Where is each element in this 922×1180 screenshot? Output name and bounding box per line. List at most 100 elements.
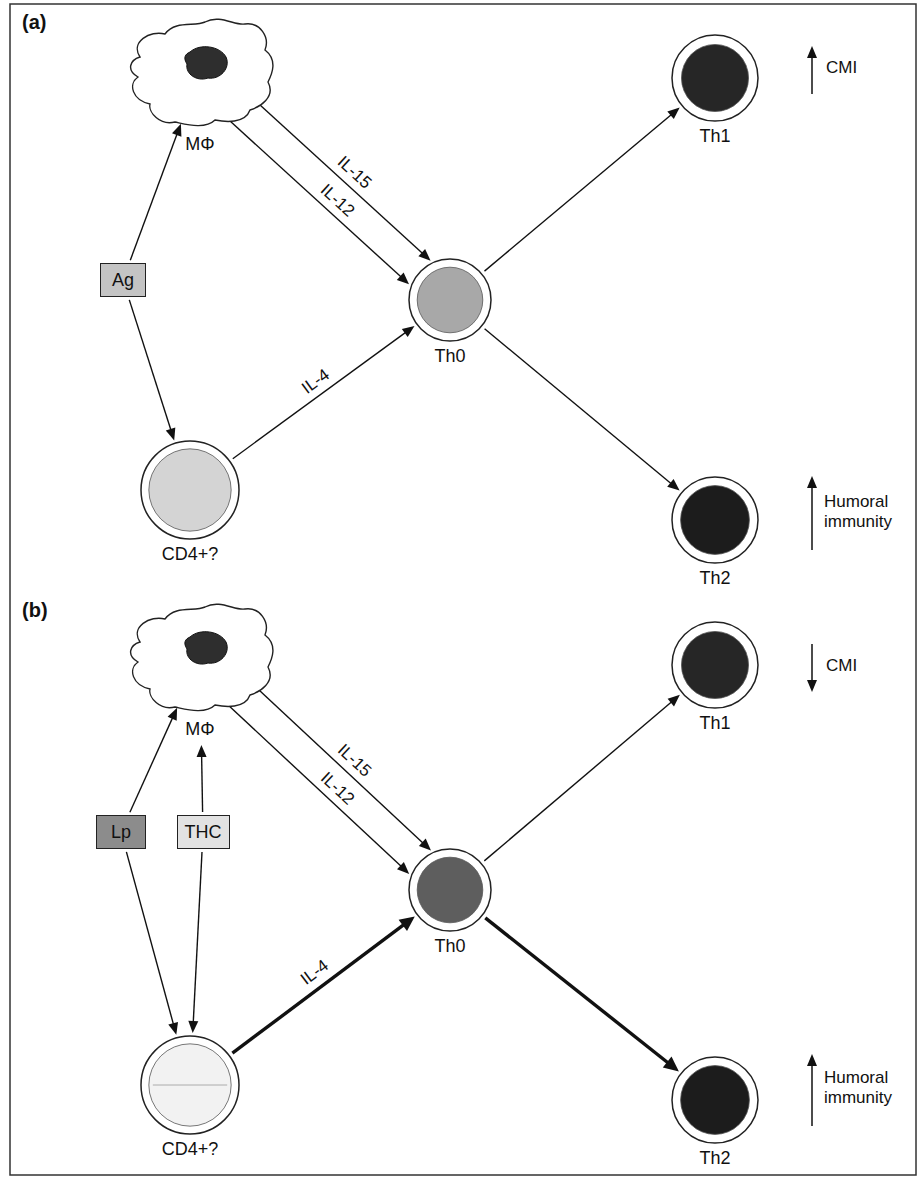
effect-label: CMI [826,58,857,78]
cell-membrane [141,441,239,539]
box-label: Lp [111,822,131,843]
arrowhead [418,249,430,261]
cell-interior [681,486,750,555]
connector-line [126,852,173,1026]
arrow-connector [233,326,415,459]
cell-label: Th2 [699,568,730,589]
cell-outline [671,476,759,564]
arrowhead [397,273,409,285]
connector-line [232,924,405,1054]
increase-arrow [811,56,813,94]
cell-outline [140,440,240,540]
connector-line [259,104,423,254]
macrophage-outline [120,597,280,717]
arrowhead [419,839,431,851]
box-label: Ag [112,270,134,291]
cell-label: Th0 [434,936,465,957]
cell-label: MΦ [185,134,214,155]
t-cell: Th0 [408,258,492,342]
cell-label: Th1 [699,713,730,734]
increase-arrowhead [807,46,817,58]
cell-interior [681,44,748,111]
cell-membrane [672,622,758,708]
antigen-box: Ag [100,263,146,297]
cell-interior [681,631,748,698]
macrophage-outline [120,12,280,132]
arrowhead [166,428,176,441]
increase-arrowhead [807,476,817,488]
cell-membrane [409,259,491,341]
node-label-group: Th1 [699,126,730,147]
t-cell: CD4+? [140,440,240,540]
connector-line [193,852,202,1024]
panel-letter: (b) [22,598,48,622]
antigen-box: THC [177,815,230,849]
cytokine-label: IL-4 [296,955,334,990]
cell-label: MΦ [185,719,214,740]
increase-arrow [811,486,813,550]
arrow-connector [485,918,679,1072]
arrowhead [197,745,207,757]
cell-membrane [131,19,273,125]
arrow-connector [232,916,414,1053]
arrow-connector [188,852,202,1033]
cell-interior [417,857,483,923]
arrow-connector [484,695,680,861]
arrowhead [667,108,679,120]
cell-outline [671,1056,759,1144]
decrease-arrowhead [807,680,817,692]
t-cell: Th0 [408,848,492,932]
cell-membrane [409,849,491,931]
arrowhead [168,1022,178,1035]
figure-frame [10,4,916,1175]
cell-nucleus [185,632,227,664]
effect-label: Humoral immunity [824,1068,910,1109]
connector-line [129,300,171,431]
cell-membrane [131,604,273,710]
arrowhead [172,124,181,137]
cell-outline [408,258,492,342]
arrow-connector [230,707,410,874]
node-label-group: Th0 [434,936,465,957]
antigen-box: Lp [96,815,146,849]
cell-outline [671,34,759,122]
cell-membrane [672,477,758,563]
decrease-arrow [811,644,813,682]
cell-label: Th0 [434,346,465,367]
cytokine-label: IL-15 [332,152,376,195]
cell-membrane [141,1036,239,1134]
connector-line [485,329,673,485]
arrow-connector [130,124,181,261]
connector-line [202,755,203,812]
connector-line [230,121,402,277]
node-label-group: MΦ [185,134,214,155]
node-label-group: Th2 [699,568,730,589]
arrow-connector [126,852,178,1035]
connector-line [485,114,673,271]
connector-line [230,707,403,868]
cytokine-label: IL-15 [332,739,376,782]
cell-membrane [672,35,758,121]
connector-line [130,717,173,813]
effect-label: Humoral immunity [824,492,910,533]
connector-line [259,690,424,844]
box-label: THC [185,822,222,843]
cell-label: Th1 [699,126,730,147]
arrow-connector [129,300,175,441]
t-cell: Th2 [671,1056,759,1144]
arrow-connector [130,708,177,813]
cell-interior [149,449,231,531]
effect-label: CMI [826,656,857,676]
arrowhead [663,1057,679,1072]
cell-interior [149,1044,231,1126]
node-label-group: CD4+? [162,1139,219,1160]
connector-line [130,133,177,261]
cell-interior [681,1066,750,1135]
cell-interior [417,267,483,333]
arrow-connector [485,329,680,491]
arrow-connector [259,690,431,851]
arrowhead [668,695,680,707]
increase-arrow [811,1064,813,1126]
macrophage-cell: MΦ [120,12,280,158]
